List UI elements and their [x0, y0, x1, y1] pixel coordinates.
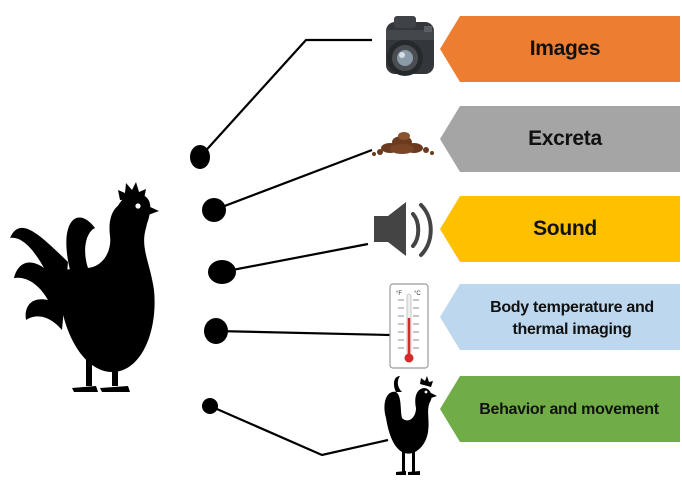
category-label-images: Images [460, 18, 670, 80]
dot-temperature [204, 318, 228, 344]
connector-behavior [210, 406, 388, 455]
svg-text:°C: °C [414, 291, 421, 297]
category-label-behavior: Behavior and movement [462, 378, 676, 442]
dot-sound [208, 260, 236, 284]
connectors [200, 40, 390, 455]
rooster-walking-icon [384, 376, 437, 475]
camera-icon [386, 16, 434, 76]
thermometer-icon: °F °C [390, 284, 428, 368]
rooster-icon [10, 182, 159, 392]
category-label-sound: Sound [460, 198, 670, 260]
connector-excreta [214, 150, 372, 210]
category-label-excreta: Excreta [460, 108, 670, 170]
dot-excreta [202, 198, 226, 222]
connector-dots [190, 145, 236, 414]
rooster-walking-eye [425, 391, 428, 394]
dot-behavior [202, 398, 218, 414]
connector-sound [222, 244, 368, 272]
svg-text:°F: °F [396, 291, 402, 297]
category-label-temperature: Body temperature and thermal imaging [474, 286, 670, 352]
excreta-pile-icon [372, 132, 434, 156]
connector-images [200, 40, 372, 157]
connector-temperature [216, 331, 390, 335]
rooster-eye [135, 203, 140, 208]
dot-images [190, 145, 210, 169]
speaker-icon [374, 202, 431, 256]
